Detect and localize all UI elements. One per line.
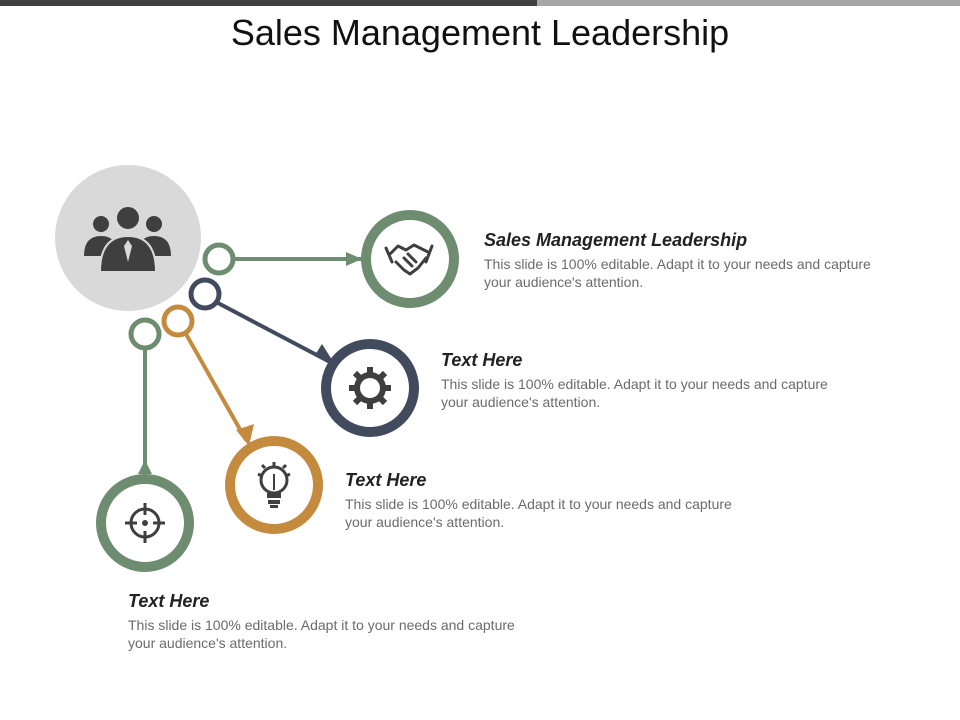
item-2: Text Here This slide is 100% editable. A… [441, 350, 881, 411]
connector-4 [128, 317, 162, 478]
item-2-body: This slide is 100% editable. Adapt it to… [441, 375, 881, 411]
item-4-body-line2: your audience's attention. [128, 635, 288, 651]
slide-title: Sales Management Leadership [230, 12, 730, 53]
top-accent-bar-dark [0, 0, 537, 6]
lightbulb-gear-icon [257, 462, 291, 508]
item-3-body: This slide is 100% editable. Adapt it to… [345, 495, 785, 531]
ring-1 [361, 210, 459, 308]
item-4: Text Here This slide is 100% editable. A… [128, 591, 568, 652]
item-1-body-line1: This slide is 100% editable. Adapt it to… [484, 256, 871, 272]
item-4-heading: Text Here [128, 591, 210, 611]
gear-icon [349, 367, 391, 409]
item-1-body-line2: your audience's attention. [484, 274, 644, 290]
item-4-body: This slide is 100% editable. Adapt it to… [128, 616, 568, 652]
connector-2 [188, 277, 334, 364]
item-1: Sales Management Leadership This slide i… [484, 230, 924, 291]
connector-2-node [188, 277, 222, 311]
connector-1 [202, 242, 362, 276]
item-3-body-line1: This slide is 100% editable. Adapt it to… [345, 496, 732, 512]
people-group-icon [84, 205, 171, 273]
item-2-body-line1: This slide is 100% editable. Adapt it to… [441, 376, 828, 392]
item-2-body-line2: your audience's attention. [441, 394, 601, 410]
item-3: Text Here This slide is 100% editable. A… [345, 470, 785, 531]
connector-3 [161, 304, 254, 446]
item-1-heading: Sales Management Leadership [484, 230, 748, 250]
item-4-body-line1: This slide is 100% editable. Adapt it to… [128, 617, 515, 633]
top-accent-bar-light [537, 0, 960, 6]
item-1-body: This slide is 100% editable. Adapt it to… [484, 255, 924, 291]
item-3-heading: Text Here [345, 470, 427, 490]
handshake-icon [384, 243, 434, 276]
connector-3-node [161, 304, 195, 338]
item-2-heading: Text Here [441, 350, 523, 370]
connector-4-node [128, 317, 162, 351]
item-3-body-line2: your audience's attention. [345, 514, 505, 530]
target-crosshair-icon [125, 503, 165, 543]
connector-1-node [202, 242, 236, 276]
